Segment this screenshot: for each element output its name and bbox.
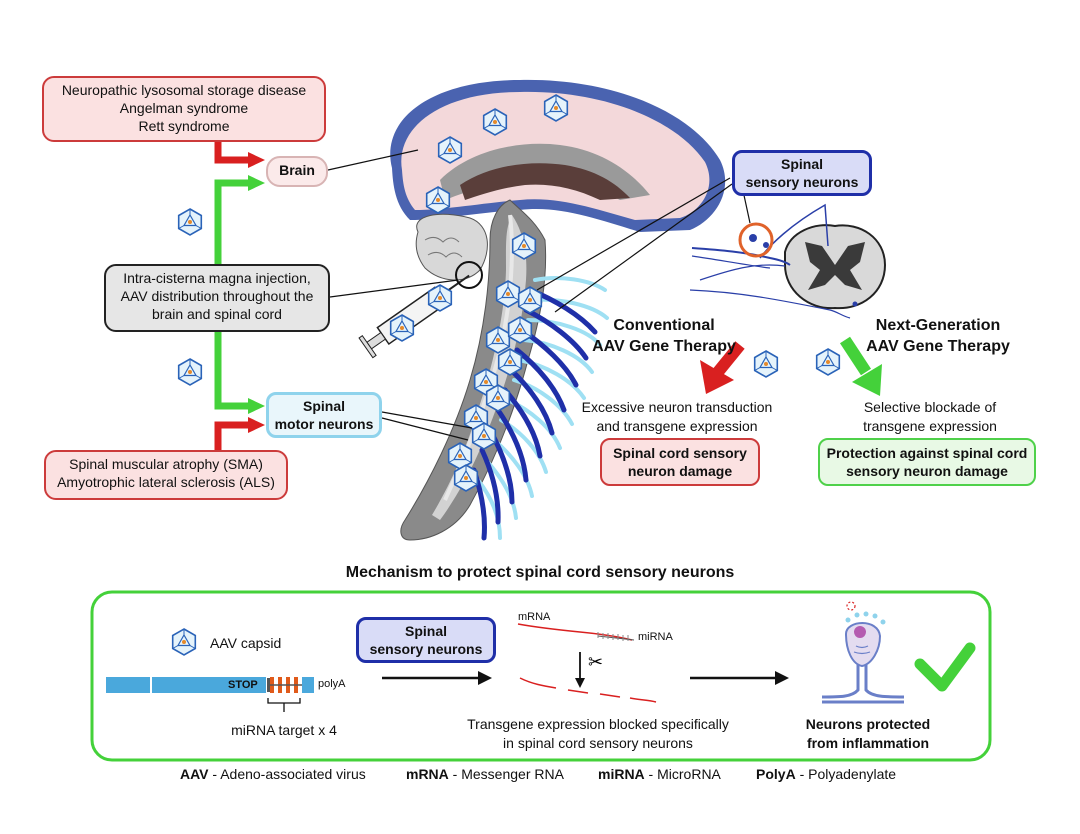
- check-mark-icon: [914, 642, 976, 692]
- polya-label: polyA: [318, 678, 346, 690]
- flow-arrowhead: [478, 671, 492, 685]
- nextgen-therapy-title: Next-Generation AAV Gene Therapy: [856, 316, 1020, 358]
- outcome-line: sensory neuron damage: [846, 462, 1008, 479]
- mrna-label: mRNA: [518, 611, 551, 623]
- capsid-icon: [815, 348, 841, 376]
- legend-def: - MicroRNA: [644, 766, 721, 782]
- disease-item: Rett syndrome: [138, 117, 230, 134]
- disease-item: Amyotrophic lateral sclerosis (ALS): [57, 473, 275, 490]
- conventional-effect-text: Excessive neuron transduction and transg…: [570, 398, 784, 436]
- delivery-arrows: [214, 179, 248, 410]
- stop-label: STOP: [228, 679, 258, 691]
- legend-def: - Adeno-associated virus: [208, 766, 366, 782]
- effect-line: and transgene expression: [596, 417, 758, 434]
- blocked-expression-text: Transgene expression blocked specificall…: [450, 715, 746, 753]
- motor-diseases-box: Spinal muscular atrophy (SMA) Amyotrophi…: [44, 450, 288, 500]
- mirna-target-label: miRNA target x 4: [231, 722, 337, 738]
- legend-abbr: mRNA: [406, 766, 449, 782]
- disease-arrows: [214, 140, 248, 452]
- disease-item: Neuropathic lysosomal storage disease: [61, 82, 307, 98]
- motor-neurons-label: Spinal motor neurons: [266, 392, 382, 438]
- capsid-label: AAV capsid: [210, 635, 282, 651]
- therapy-title-line: Next-Generation: [875, 317, 1001, 334]
- arrowhead-motor-red: [248, 417, 265, 433]
- capsid-icon: [177, 358, 203, 386]
- sensory-label-line: Spinal: [404, 623, 447, 639]
- legend-abbr: miRNA: [598, 766, 645, 782]
- capsid-icon: [753, 350, 779, 378]
- injection-box: Intra-cisterna magna injection, AAV dist…: [104, 264, 330, 332]
- sensory-label-line: sensory neurons: [745, 173, 859, 190]
- therapy-title-line: AAV Gene Therapy: [866, 337, 1010, 355]
- arrowhead-brain-red: [248, 152, 265, 168]
- outcome-line: Spinal cord sensory: [613, 445, 747, 461]
- flow-arrowhead: [775, 671, 789, 685]
- arrowhead-brain-green: [248, 175, 265, 191]
- spinal-cord-cross-section: [689, 203, 887, 319]
- conventional-arrow: [700, 341, 745, 394]
- effect-line: Excessive neuron transduction: [581, 399, 773, 415]
- mechanism-panel: [90, 590, 992, 762]
- injection-text-line: brain and spinal cord: [152, 305, 282, 322]
- effect-line: Selective blockade of: [863, 399, 997, 415]
- injection-site-marker: [455, 261, 483, 289]
- protected-neuron: [821, 601, 905, 704]
- brain-diseases-box: Neuropathic lysosomal storage disease An…: [42, 76, 326, 142]
- motor-label-line: Spinal: [302, 398, 345, 414]
- legend-mrna: mRNA - Messenger RNA: [406, 766, 564, 782]
- legend-def: - Polyadenylate: [795, 766, 897, 782]
- outcome-line: Protection against spinal cord: [826, 445, 1028, 461]
- disease-item: Spinal muscular atrophy (SMA): [69, 456, 263, 472]
- legend-abbr: AAV: [180, 766, 209, 782]
- nextgen-arrow: [839, 336, 882, 396]
- capsid-icon: [177, 208, 203, 236]
- protected-line: from inflammation: [806, 734, 930, 751]
- therapy-title-line: Conventional: [613, 317, 715, 334]
- legend-def: - Messenger RNA: [448, 766, 564, 782]
- legend-abbr: PolyA: [756, 766, 796, 782]
- brain-label: Brain: [266, 156, 328, 187]
- capsid-icon: [171, 628, 197, 656]
- outcome-line: neuron damage: [627, 462, 733, 479]
- legend-mirna: miRNA - MicroRNA: [598, 766, 721, 782]
- effect-line: transgene expression: [863, 417, 997, 434]
- therapy-title-line: AAV Gene Therapy: [592, 337, 736, 355]
- conventional-therapy-title: Conventional AAV Gene Therapy: [584, 316, 744, 358]
- neuron-protection-box: Protection against spinal cord sensory n…: [818, 438, 1036, 486]
- arrowhead-motor-green: [248, 398, 265, 414]
- protected-line: Neurons protected: [805, 716, 931, 732]
- blocked-line: in spinal cord sensory neurons: [503, 734, 693, 751]
- brain-label-text: Brain: [279, 162, 315, 178]
- aav-genome-construct: [106, 677, 314, 712]
- mirna-label: miRNA: [638, 631, 673, 643]
- mrna-mirna-illustration: ✂: [517, 623, 657, 703]
- injection-text-line: AAV distribution throughout the: [120, 287, 314, 304]
- sensory-label-line: sensory neurons: [369, 640, 483, 657]
- injection-text-line: Intra-cisterna magna injection,: [123, 270, 311, 286]
- mechanism-sensory-label: Spinal sensory neurons: [356, 617, 496, 663]
- nextgen-effect-text: Selective blockade of transgene expressi…: [832, 398, 1028, 436]
- neurons-protected-text: Neurons protected from inflammation: [798, 715, 938, 753]
- mechanism-title: Mechanism to protect spinal cord sensory…: [345, 564, 735, 581]
- sensory-neurons-label: Spinal sensory neurons: [732, 150, 872, 196]
- blocked-line: Transgene expression blocked specificall…: [467, 716, 729, 732]
- sensory-label-line: Spinal: [780, 156, 823, 172]
- svg-text:✂: ✂: [588, 652, 603, 673]
- disease-item: Angelman syndrome: [119, 99, 249, 116]
- legend-polya: PolyA - Polyadenylate: [756, 766, 896, 782]
- legend-aav: AAV - Adeno-associated virus: [180, 766, 366, 782]
- neuron-damage-box: Spinal cord sensory neuron damage: [600, 438, 760, 486]
- motor-label-line: motor neurons: [274, 415, 374, 432]
